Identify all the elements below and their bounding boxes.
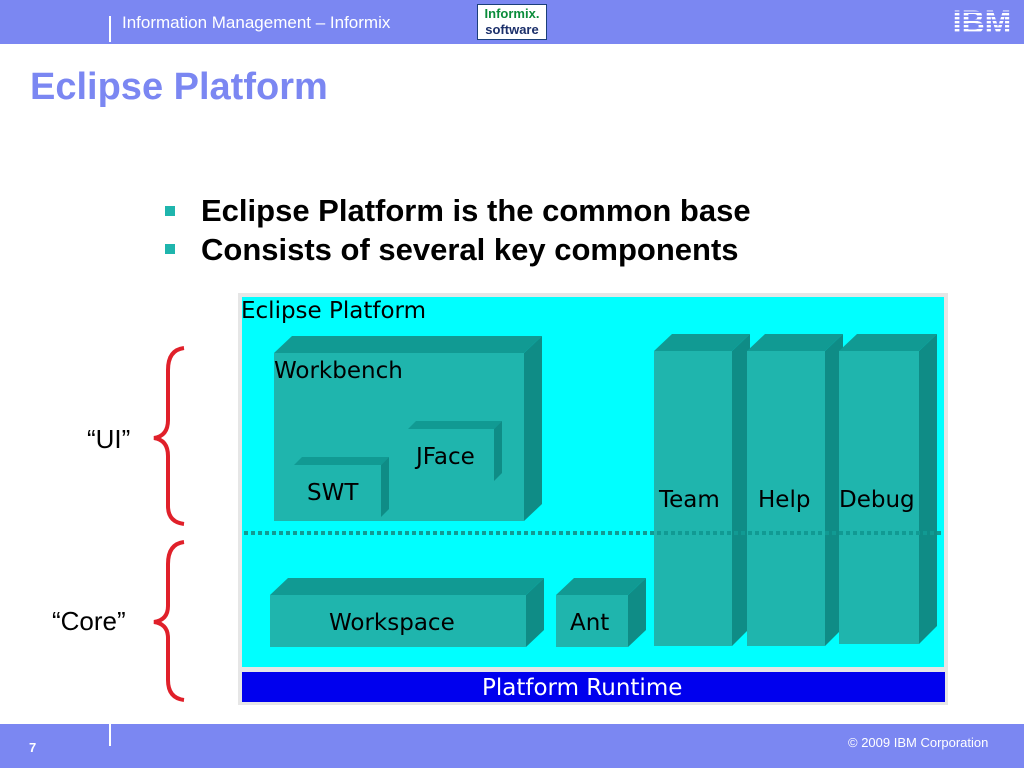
workspace-block xyxy=(270,595,526,647)
page-number: 7 xyxy=(29,740,37,755)
jface-block xyxy=(408,429,494,481)
slide-title: Eclipse Platform xyxy=(30,66,328,108)
debug-column xyxy=(839,351,919,644)
bullet-item: Consists of several key components xyxy=(201,232,739,267)
ui-layer-label: “UI” xyxy=(87,424,131,454)
header-title: Information Management – Informix xyxy=(122,13,391,32)
svg-text:IBM: IBM xyxy=(953,5,1012,37)
eclipse-platform-label: Eclipse Platform xyxy=(241,298,426,324)
workspace-label: Workspace xyxy=(329,610,455,636)
bullet-item: Eclipse Platform is the common base xyxy=(201,193,751,228)
ui-brace xyxy=(153,346,185,526)
workbench-label: Workbench xyxy=(274,358,403,384)
team-label: Team xyxy=(659,487,720,513)
copyright: © 2009 IBM Corporation xyxy=(848,735,989,750)
ibm-logo: IBM xyxy=(953,5,1012,37)
platform-runtime-label: Platform Runtime xyxy=(482,675,683,701)
debug-label: Debug xyxy=(839,487,915,513)
team-column xyxy=(654,351,732,646)
platform-runtime-bar xyxy=(242,672,945,702)
bullet-marker xyxy=(165,244,175,254)
footer-divider xyxy=(109,724,111,746)
footer-bar xyxy=(0,724,1024,768)
jface-label: JFace xyxy=(416,444,475,470)
bullet-marker xyxy=(165,206,175,216)
header-divider xyxy=(109,16,111,42)
help-label: Help xyxy=(758,487,811,513)
core-brace xyxy=(153,540,185,702)
core-layer-label: “Core” xyxy=(52,606,126,636)
help-column xyxy=(747,351,825,646)
ant-block xyxy=(556,595,628,647)
swt-block xyxy=(294,465,381,517)
informix-logo: Informix. software xyxy=(477,4,547,40)
swt-label: SWT xyxy=(307,480,359,506)
ant-label: Ant xyxy=(570,610,610,636)
